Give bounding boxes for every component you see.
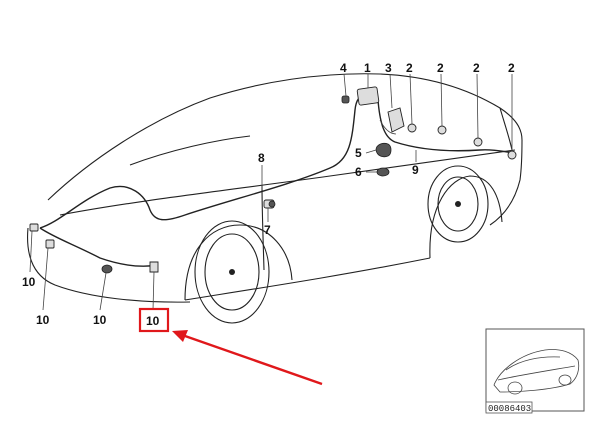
callout-4: 4 <box>340 61 347 75</box>
callout-2-d: 2 <box>508 61 515 75</box>
side-sensor <box>263 199 276 209</box>
callout-1: 1 <box>364 61 371 75</box>
inset-reference-number: 00086403 <box>488 404 531 414</box>
front-sensor-group <box>29 223 159 274</box>
bracket <box>379 107 405 135</box>
callout-labels: 4 1 3 2 2 2 2 5 6 8 9 7 10 10 10 <box>22 61 515 327</box>
rear-wiring-harness <box>377 99 516 154</box>
callout-10-b: 10 <box>36 313 50 327</box>
front-wheel <box>194 220 270 324</box>
front-wiring-harness <box>39 94 367 229</box>
red-arrow <box>172 330 323 386</box>
highlight-box <box>138 307 170 333</box>
control-unit <box>341 86 380 106</box>
callout-5: 5 <box>355 146 362 160</box>
sensor-holder <box>375 142 392 158</box>
callout-9: 9 <box>412 163 419 177</box>
inset-thumbnail: 00086403 <box>485 328 585 414</box>
bumper-wiring <box>39 227 159 267</box>
callout-10-d: 10 <box>146 314 160 328</box>
callout-2-c: 2 <box>473 61 480 75</box>
callout-10-a: 10 <box>22 275 36 289</box>
car-body-outline <box>27 73 523 303</box>
callout-8: 8 <box>258 151 265 165</box>
grommet <box>376 167 390 177</box>
callout-6: 6 <box>355 165 362 179</box>
leader-lines <box>29 73 513 311</box>
callout-3: 3 <box>385 61 392 75</box>
highlighted-callout: 10 <box>138 307 170 333</box>
callout-2-a: 2 <box>406 61 413 75</box>
inset-car-outline <box>493 349 580 395</box>
rear-sensor-group <box>407 123 517 160</box>
rear-wheel <box>427 165 489 243</box>
callout-2-b: 2 <box>437 61 444 75</box>
callout-7: 7 <box>264 223 271 237</box>
callout-10-c: 10 <box>93 313 107 327</box>
